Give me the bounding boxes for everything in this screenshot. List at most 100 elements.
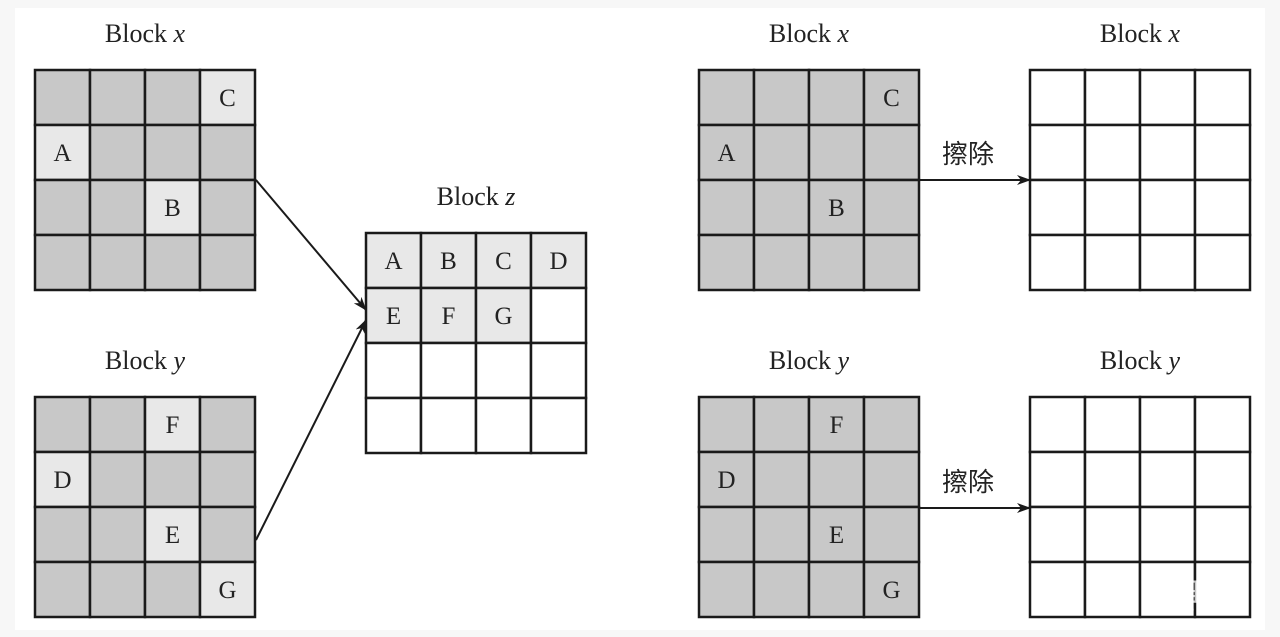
grid-cell — [752, 560, 811, 619]
grid-cell — [697, 233, 756, 292]
grid-cell — [1193, 450, 1252, 509]
grid-cell — [862, 178, 921, 237]
grid-cell — [1083, 123, 1142, 182]
cell-letter: B — [828, 195, 845, 222]
grid-cell — [1028, 450, 1087, 509]
grid-cell — [807, 450, 866, 509]
grid-cell — [697, 505, 756, 564]
grid-cell — [419, 341, 478, 400]
erase-label-x: 擦除 — [942, 140, 994, 169]
grid-cell — [88, 123, 147, 182]
block-title: Block z — [437, 182, 516, 211]
cell-letter: B — [164, 195, 181, 222]
grid-cell — [88, 560, 147, 619]
grid-cell — [862, 395, 921, 454]
grid-cell — [1138, 450, 1197, 509]
grid-cell — [1193, 233, 1252, 292]
grid-cell — [752, 505, 811, 564]
grid-cell — [1083, 450, 1142, 509]
grid-cell — [529, 396, 588, 455]
grid-cell — [862, 450, 921, 509]
grid-cell — [752, 68, 811, 127]
grid-cell — [88, 68, 147, 127]
cell-letter: E — [829, 522, 844, 549]
arrow-x-to-z — [255, 179, 367, 311]
grid-cell — [529, 341, 588, 400]
grid-cell — [1193, 560, 1252, 619]
grid-cell — [1193, 395, 1252, 454]
grid-cell — [1028, 178, 1087, 237]
grid-cell — [1138, 395, 1197, 454]
grid-cell — [1028, 560, 1087, 619]
grid-cell — [33, 450, 92, 509]
grid-cell — [1138, 178, 1197, 237]
grid-cell — [862, 123, 921, 182]
grid-cell — [88, 450, 147, 509]
grid-cell — [529, 286, 588, 345]
grid-cell — [143, 560, 202, 619]
grid-cell — [752, 450, 811, 509]
grid-cell — [1028, 68, 1087, 127]
cell-letter: D — [717, 467, 735, 494]
cell-letter: A — [717, 140, 735, 167]
watermark: 小黑盒 — [1145, 577, 1247, 617]
grid-cell — [143, 450, 202, 509]
grid-cell — [697, 178, 756, 237]
grid-cell — [198, 560, 257, 619]
grid-cell — [1138, 560, 1197, 619]
grid-cell — [143, 395, 202, 454]
block-title: Block x — [105, 19, 186, 48]
grid-cell — [1193, 505, 1252, 564]
grid-cell — [1083, 395, 1142, 454]
grid-cell — [697, 123, 756, 182]
grid-cell — [697, 68, 756, 127]
grid-cell — [807, 233, 866, 292]
block-title: Block y — [769, 346, 850, 375]
grid-cell — [697, 395, 756, 454]
cell-letter: F — [442, 303, 456, 330]
cell-letter: C — [495, 248, 512, 275]
grid-cell — [474, 396, 533, 455]
grid-cell — [1028, 233, 1087, 292]
grid-cell — [33, 505, 92, 564]
grid-cell — [807, 68, 866, 127]
grid-cell — [752, 123, 811, 182]
cell-letter: G — [218, 577, 236, 604]
cell-letter: E — [165, 522, 180, 549]
grid-cell — [1028, 505, 1087, 564]
grid-cell — [143, 178, 202, 237]
grid-cell — [143, 123, 202, 182]
grid-cell — [1083, 560, 1142, 619]
grid-cell — [1083, 233, 1142, 292]
grid-cell — [752, 233, 811, 292]
grid-cell — [807, 123, 866, 182]
grid-cell — [33, 395, 92, 454]
grid-cell — [1193, 178, 1252, 237]
cell-letter: C — [219, 85, 236, 112]
grid-cell — [1083, 505, 1142, 564]
block-title: Block x — [769, 19, 850, 48]
grid-cell — [862, 68, 921, 127]
cell-letter: G — [494, 303, 512, 330]
grid-cell — [862, 233, 921, 292]
grid-cell — [529, 231, 588, 290]
grid-cell — [1083, 68, 1142, 127]
grid-cell — [1083, 178, 1142, 237]
grid-cell — [697, 560, 756, 619]
grid-cell — [1028, 395, 1087, 454]
block-erased-x: Block x — [1028, 19, 1252, 292]
grid-cell — [474, 341, 533, 400]
block-title: Block x — [1100, 19, 1181, 48]
grid-cell — [198, 395, 257, 454]
grid-cell — [33, 178, 92, 237]
grid-cell — [1138, 123, 1197, 182]
grid-cell — [198, 233, 257, 292]
grid-cell — [752, 395, 811, 454]
grid-cell — [364, 396, 423, 455]
cell-letter: A — [53, 140, 71, 167]
block-title: Block y — [1100, 346, 1181, 375]
cell-letter: D — [549, 248, 567, 275]
